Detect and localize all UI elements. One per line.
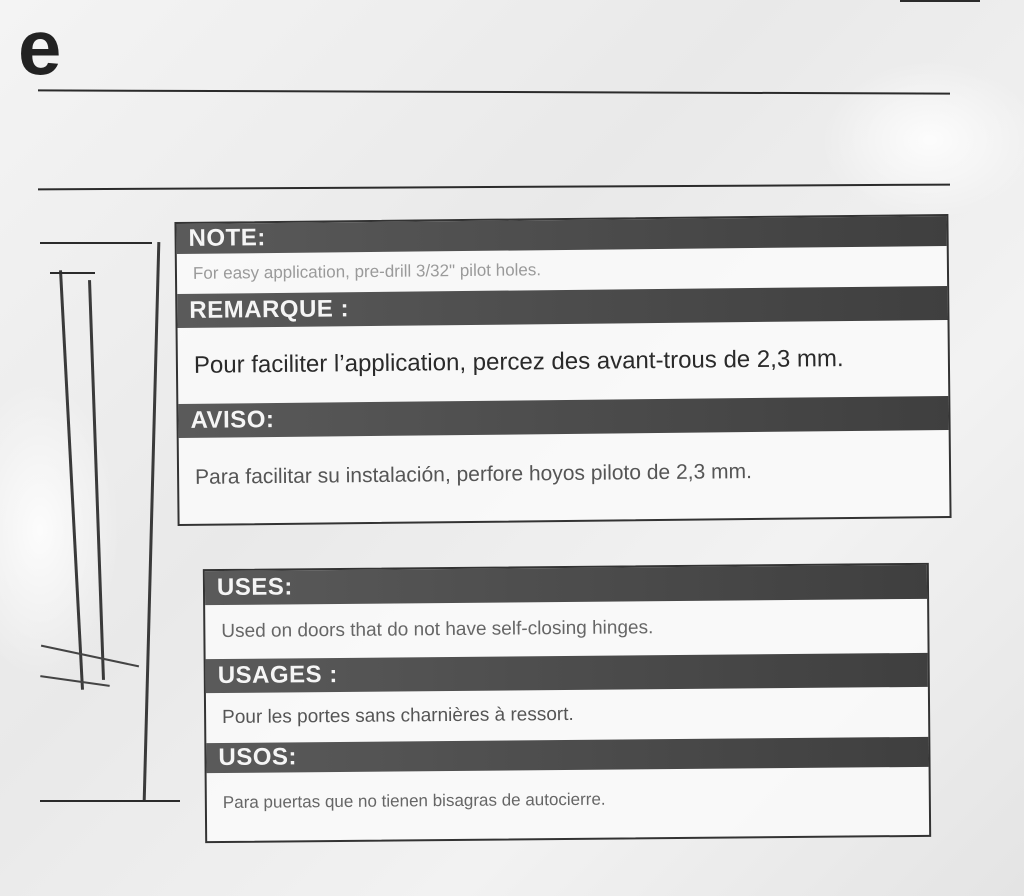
uses-text: Used on doors that do not have self-clos… bbox=[221, 617, 654, 643]
cropped-title-letter: e bbox=[18, 3, 62, 91]
usages-row: Pour les portes sans charnières à ressor… bbox=[206, 687, 928, 743]
divider-line bbox=[38, 183, 950, 191]
remarque-header: REMARQUE : bbox=[189, 295, 350, 324]
note-text: For easy application, pre-drill 3/32" pi… bbox=[192, 260, 542, 283]
usos-row: Para puertas que no tienen bisagras de a… bbox=[207, 767, 929, 833]
note-header: NOTE: bbox=[188, 224, 266, 252]
divider-line bbox=[37, 89, 951, 95]
usages-header: USAGES : bbox=[217, 660, 338, 690]
aviso-header: AVISO: bbox=[190, 406, 275, 434]
uses-panel: USES: Used on doors that do not have sel… bbox=[202, 562, 932, 844]
remarque-text: Pour faciliter l’application, percez des… bbox=[193, 345, 844, 379]
uses-row: Used on doors that do not have self-clos… bbox=[205, 599, 927, 659]
usos-header: USOS: bbox=[218, 743, 298, 772]
divider-line bbox=[900, 0, 980, 2]
aviso-row: Para facilitar su instalación, perfore h… bbox=[179, 430, 950, 518]
diagram-line bbox=[142, 242, 161, 802]
uses-header: USES: bbox=[216, 573, 293, 602]
glare bbox=[820, 60, 1024, 220]
diagram-line bbox=[40, 675, 110, 687]
usos-text: Para puertas que no tienen bisagras de a… bbox=[222, 789, 606, 813]
diagram-line bbox=[40, 242, 152, 244]
usages-text: Pour les portes sans charnières à ressor… bbox=[222, 703, 574, 729]
remarque-row: Pour faciliter l’application, percez des… bbox=[178, 320, 949, 404]
pilot-hole-note-panel: NOTE: For easy application, pre-drill 3/… bbox=[174, 213, 952, 527]
aviso-text: Para facilitar su instalación, perfore h… bbox=[194, 460, 752, 489]
diagram-line bbox=[50, 272, 95, 274]
diagram-line bbox=[40, 800, 180, 802]
